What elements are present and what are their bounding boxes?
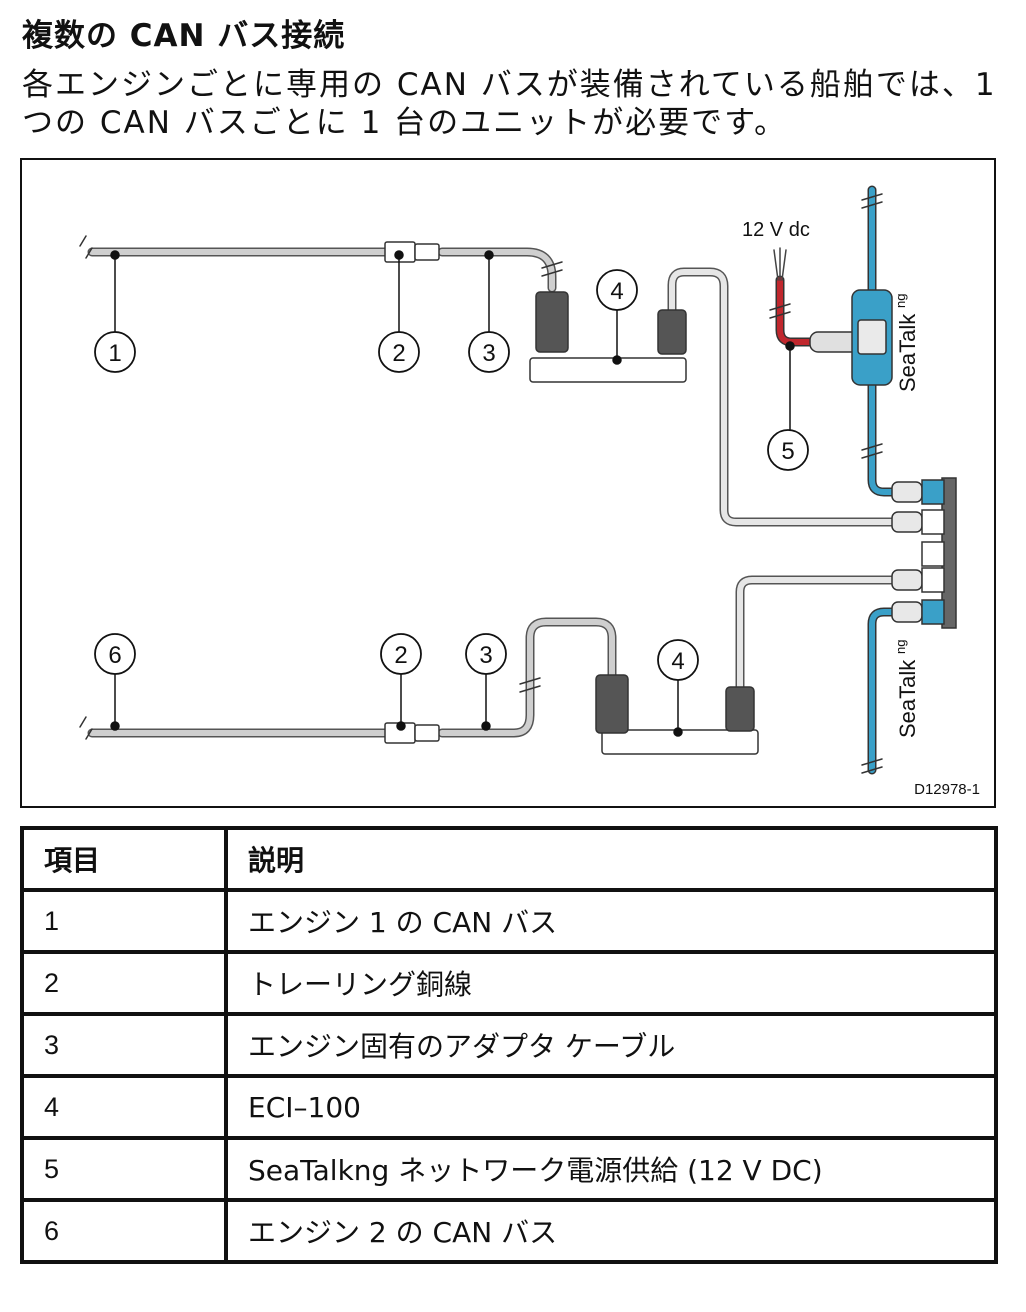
legend-header-item: 項目 <box>20 826 228 892</box>
legend-item-number: 1 <box>20 888 228 954</box>
callout-4-top <box>596 269 638 311</box>
seatalk-label-top: SeaTalk <box>895 313 920 392</box>
table-row: 3 エンジン固有のアダプタ ケーブル <box>20 1012 998 1078</box>
table-row: 5 SeaTalkng ネットワーク電源供給 (12 V DC) <box>20 1136 998 1202</box>
callout-4-top-text: 4 <box>610 278 623 305</box>
seatalk-sup-top: ng <box>893 294 908 308</box>
wiring-diagram: 1 2 3 4 5 6 2 3 4 12 V dc SeaTalk ng Sea… <box>20 158 996 808</box>
callout-3-top-text: 3 <box>482 340 495 367</box>
adapter-cable-1 <box>437 247 557 293</box>
table-row: 1 エンジン 1 の CAN バス <box>20 888 998 954</box>
callout-3-bottom-text: 3 <box>479 642 492 669</box>
legend-item-desc: SeaTalkng ネットワーク電源供給 (12 V DC) <box>224 1136 998 1202</box>
callout-4-bottom <box>657 639 699 681</box>
callout-4-bottom-text: 4 <box>671 648 684 675</box>
legend-item-desc: エンジン固有のアダプタ ケーブル <box>224 1012 998 1078</box>
table-row: 6 エンジン 2 の CAN バス <box>20 1198 998 1264</box>
legend-item-desc: エンジン 2 の CAN バス <box>224 1198 998 1264</box>
legend-header-desc: 説明 <box>224 826 998 892</box>
callout-6-text: 6 <box>108 642 121 669</box>
eci-100-unit-1 <box>529 357 687 383</box>
callout-5 <box>767 429 809 471</box>
legend-item-number: 3 <box>20 1012 228 1078</box>
legend-item-number: 4 <box>20 1074 228 1140</box>
callout-2-bottom-text: 2 <box>394 642 407 669</box>
seatalk-sup-bottom: ng <box>893 640 908 654</box>
connector-group <box>384 241 440 744</box>
callout-3-top <box>468 331 510 373</box>
power-label: 12 V dc <box>742 219 810 241</box>
wiring-diagram-svg: 1 2 3 4 5 6 2 3 4 12 V dc SeaTalk ng Sea… <box>79 185 957 775</box>
legend-item-desc: トレーリング銅線 <box>224 950 998 1016</box>
page-title: 複数の CAN バス接続 <box>22 18 346 54</box>
table-row: 4 ECI–100 <box>20 1074 998 1140</box>
callout-6 <box>94 633 136 675</box>
callout-2-bottom <box>380 633 422 675</box>
intro-paragraph: 各エンジンごとに専用の CAN バスが装備されている船舶では、1 つの CAN … <box>22 67 997 141</box>
power-cable <box>775 275 817 347</box>
legend-item-desc: エンジン 1 の CAN バス <box>224 888 998 954</box>
legend-item-number: 6 <box>20 1198 228 1264</box>
legend-item-number: 2 <box>20 950 228 1016</box>
figure-id: D12978-1 <box>914 781 980 798</box>
callout-5-text: 5 <box>781 438 794 465</box>
callout-1-top-text: 1 <box>108 340 121 367</box>
legend-table: 項目 説明 1 エンジン 1 の CAN バス 2 トレーリング銅線 3 エンジ… <box>20 826 998 1264</box>
callout-2-top-text: 2 <box>392 340 405 367</box>
callout-3-bottom <box>465 633 507 675</box>
legend-header-row: 項目 説明 <box>20 826 998 892</box>
callout-2-top <box>378 331 420 373</box>
callout-1-top <box>94 331 136 373</box>
seatalk-label-bottom: SeaTalk <box>895 659 920 738</box>
table-row: 2 トレーリング銅線 <box>20 950 998 1016</box>
legend-item-desc: ECI–100 <box>224 1074 998 1140</box>
legend-item-number: 5 <box>20 1136 228 1202</box>
